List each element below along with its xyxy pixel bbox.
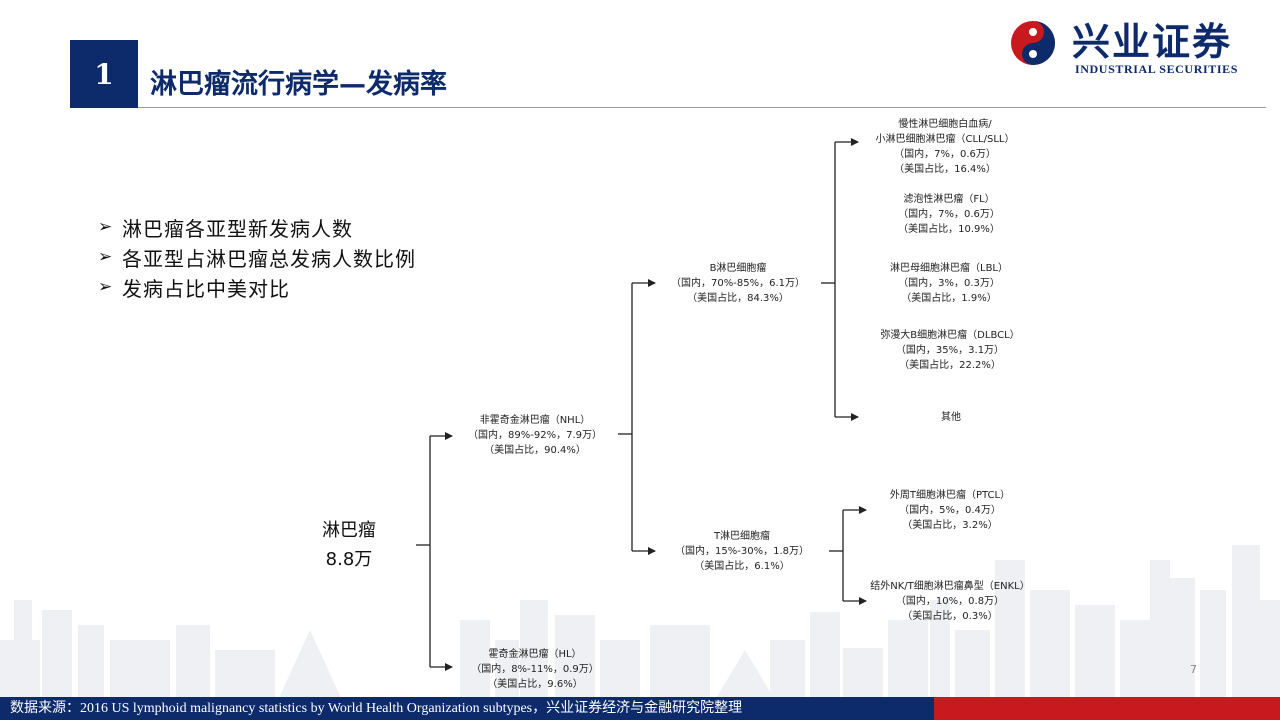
arrowhead-bullet-icon: ➢ (98, 217, 114, 237)
node-line: T淋巴细胞瘤 (713, 531, 771, 542)
node-line: （美国占比，10.9%） (898, 224, 1000, 235)
node-line: （美国占比，84.3%） (687, 293, 789, 304)
node-line: （国内，8%-11%，0.9万） (471, 664, 599, 675)
node-line: （美国占比，1.9%） (901, 293, 997, 304)
node-t-cell-lymphoma: T淋巴细胞瘤 （国内，15%-30%，1.8万） （美国占比，6.1%） (675, 529, 809, 574)
node-line: （美国占比，22.2%） (899, 360, 1001, 371)
node-line: 外周T细胞淋巴瘤（PTCL） (889, 490, 1011, 501)
node-other: 其他 (941, 410, 961, 425)
node-hl: 霍奇金淋巴瘤（HL） （国内，8%-11%，0.9万） （美国占比，9.6%） (471, 647, 599, 692)
node-line: （美国占比，9.6%） (487, 679, 583, 690)
node-line: （美国占比，16.4%） (894, 164, 996, 175)
node-line: 小淋巴细胞淋巴瘤（CLL/SLL） (875, 134, 1015, 145)
data-source-note: 数据来源：2016 US lymphoid malignancy statist… (10, 701, 743, 716)
arrowhead-bullet-icon: ➢ (98, 247, 114, 267)
node-line: （国内，5%，0.4万） (899, 505, 1001, 516)
node-line: 淋巴瘤 (322, 520, 376, 541)
bullet-item: ➢ 淋巴瘤各亚型新发病人数 (98, 212, 416, 242)
node-line: （国内，70%-85%，6.1万） (671, 278, 805, 289)
bullet-item: ➢ 发病占比中美对比 (98, 272, 416, 302)
node-lbl: 淋巴母细胞淋巴瘤（LBL） （国内，3%，0.3万） （美国占比，1.9%） (890, 261, 1008, 306)
bullet-item: ➢ 各亚型占淋巴瘤总发病人数比例 (98, 242, 416, 272)
node-fl: 滤泡性淋巴瘤（FL） （国内，7%，0.6万） （美国占比，10.9%） (898, 192, 1000, 237)
node-line: B淋巴细胞瘤 (709, 263, 767, 274)
bullet-text: 各亚型占淋巴瘤总发病人数比例 (122, 246, 416, 271)
page-number: 7 (1190, 663, 1197, 676)
node-line: 结外NK/T细胞淋巴瘤鼻型（ENKL） (870, 581, 1030, 592)
brand-name-cn: 兴业证券 (1072, 20, 1233, 64)
node-line: （美国占比，6.1%） (694, 561, 790, 572)
node-line: 其他 (941, 412, 961, 423)
node-dlbcl: 弥漫大B细胞淋巴瘤（DLBCL） （国内，35%，3.1万） （美国占比，22.… (880, 328, 1019, 373)
node-line: 慢性淋巴细胞白血病/ (898, 119, 992, 130)
node-ptcl: 外周T细胞淋巴瘤（PTCL） （国内，5%，0.4万） （美国占比，3.2%） (890, 488, 1010, 533)
node-line: （美国占比，90.4%） (484, 445, 586, 456)
node-line: （国内，10%，0.8万） (895, 596, 1005, 607)
bullet-text: 发病占比中美对比 (122, 276, 290, 301)
industrial-securities-logo-icon (1011, 21, 1055, 65)
node-cll-sll: 慢性淋巴细胞白血病/ 小淋巴细胞淋巴瘤（CLL/SLL） （国内，7%，0.6万… (876, 117, 1015, 177)
node-line: （美国占比，0.3%） (902, 611, 998, 622)
node-enkl: 结外NK/T细胞淋巴瘤鼻型（ENKL） （国内，10%，0.8万） （美国占比，… (870, 579, 1029, 624)
section-number-badge: 1 (70, 40, 138, 108)
brand-name-en: INDUSTRIAL SECURITIES (1075, 62, 1238, 76)
page-title: 淋巴瘤流行病学—发病率 (150, 69, 447, 100)
node-line: （美国占比，3.2%） (902, 520, 998, 531)
node-line: （国内，35%，3.1万） (895, 345, 1005, 356)
node-b-cell-lymphoma: B淋巴细胞瘤 （国内，70%-85%，6.1万） （美国占比，84.3%） (671, 261, 805, 306)
node-line: 弥漫大B细胞淋巴瘤（DLBCL） (880, 330, 1020, 341)
node-lymphoma-total: 淋巴瘤 8.8万 (322, 516, 376, 574)
bullet-list: ➢ 淋巴瘤各亚型新发病人数 ➢ 各亚型占淋巴瘤总发病人数比例 ➢ 发病占比中美对比 (98, 212, 416, 302)
node-line: （国内，15%-30%，1.8万） (675, 546, 809, 557)
node-line: 霍奇金淋巴瘤（HL） (488, 649, 582, 660)
node-line: 8.8万 (325, 549, 373, 570)
node-nhl: 非霍奇金淋巴瘤（NHL） （国内，89%-92%，7.9万） （美国占比，90.… (468, 413, 602, 458)
node-line: （国内，7%，0.6万） (898, 209, 1000, 220)
title-divider (138, 107, 1266, 108)
node-line: 非霍奇金淋巴瘤（NHL） (479, 415, 591, 426)
node-line: （国内，7%，0.6万） (894, 149, 996, 160)
node-line: （国内，3%，0.3万） (898, 278, 1000, 289)
node-line: 滤泡性淋巴瘤（FL） (903, 194, 995, 205)
node-line: （国内，89%-92%，7.9万） (468, 430, 602, 441)
bullet-text: 淋巴瘤各亚型新发病人数 (122, 216, 353, 241)
node-line: 淋巴母细胞淋巴瘤（LBL） (889, 263, 1009, 274)
footer-accent-bar (934, 697, 1280, 720)
arrowhead-bullet-icon: ➢ (98, 277, 114, 297)
